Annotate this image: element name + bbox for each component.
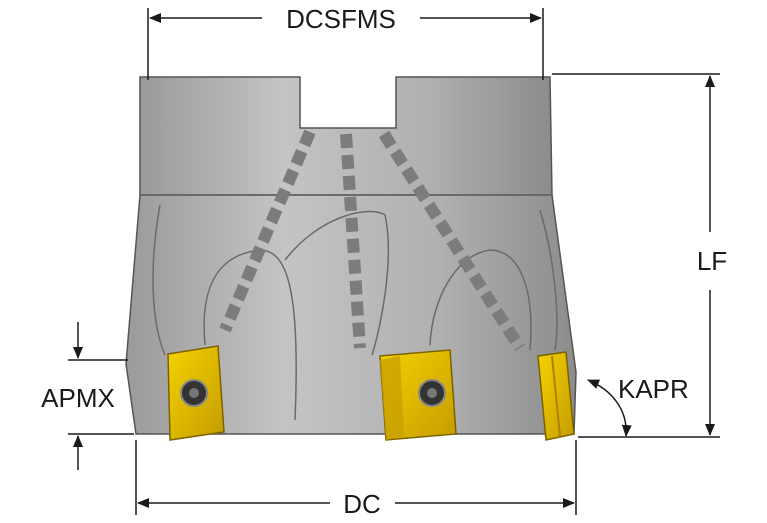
- coolant-channels: [219, 129, 526, 352]
- lf-label: LF: [697, 246, 727, 276]
- cutter-body: [125, 76, 577, 435]
- dc-label: DC: [343, 489, 381, 519]
- kapr-label: KAPR: [618, 374, 689, 404]
- kapr-dimension: [587, 379, 632, 437]
- insert-right: [537, 351, 575, 441]
- curved-arrow-icon: [587, 379, 632, 437]
- dc-dimension: [135, 440, 577, 515]
- insert-center: [379, 349, 457, 441]
- dcsfms-dimension: [147, 8, 544, 80]
- apmx-dimension: [68, 322, 134, 470]
- lf-dimension: [552, 73, 720, 438]
- dcsfms-label: DCSFMS: [286, 4, 396, 34]
- insert-left: [167, 345, 225, 441]
- apmx-label: APMX: [41, 383, 115, 413]
